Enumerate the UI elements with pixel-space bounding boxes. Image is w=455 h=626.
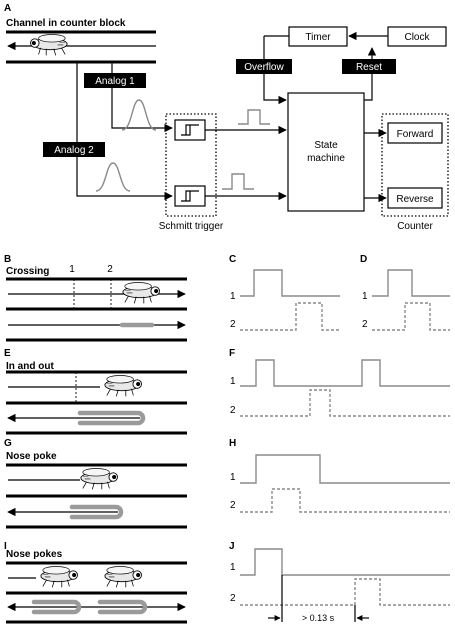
- panel-j-trace1-label: 1: [230, 562, 236, 573]
- panel-b: B Crossing 1 2: [4, 254, 187, 342]
- counter-group: [381, 113, 449, 217]
- panel-i-title: Nose pokes: [6, 549, 63, 560]
- panel-b-fly-icon: [122, 282, 160, 304]
- panel-g-fly-icon: [80, 468, 118, 490]
- panel-b-title: Crossing: [6, 266, 49, 277]
- analog2-label: Analog 2: [54, 145, 94, 156]
- panel-d-trace-2: [372, 302, 450, 331]
- panel-a: A Channel in counter block Analog 1 Anal…: [4, 3, 449, 232]
- panel-i-u-turn-2: [97, 599, 148, 615]
- panel-f-trace-2: [240, 389, 450, 417]
- reverse-label: Reverse: [396, 194, 434, 205]
- reverse-box: [387, 187, 443, 209]
- panel-c-trace-2: [240, 302, 340, 331]
- forward-label: Forward: [397, 129, 434, 140]
- analog1-pulse-icon: [121, 99, 157, 131]
- panel-i-fly-2-icon: [104, 566, 142, 588]
- hysteresis-1-icon: [181, 124, 199, 136]
- marker-2-label: 2: [107, 264, 113, 275]
- panel-d: D 1 2: [360, 254, 450, 331]
- analog1-label: Analog 1: [95, 76, 135, 87]
- panel-c-letter: C: [229, 254, 236, 265]
- panel-f-trace1-label: 1: [230, 376, 236, 387]
- analog1-label-box: [84, 73, 146, 88]
- panel-g-u-turn: [69, 504, 124, 520]
- panel-f-letter: F: [229, 348, 235, 359]
- overflow-to-state-line: [263, 93, 287, 105]
- panel-c-trace-1: [240, 269, 340, 297]
- analog1-line: [111, 62, 173, 133]
- panel-g-letter: G: [4, 438, 12, 449]
- panel-a-letter: A: [4, 3, 11, 14]
- panel-h-trace2-label: 2: [230, 500, 236, 511]
- clock-label: Clock: [404, 32, 430, 43]
- panel-i-letter: I: [4, 541, 7, 552]
- state-machine-label-2: machine: [307, 153, 345, 164]
- marker-1-label: 1: [69, 264, 75, 275]
- panel-j-letter: J: [229, 541, 235, 552]
- reset-label: Reset: [356, 62, 382, 73]
- panel-d-letter: D: [360, 254, 367, 265]
- analog2-pulse-icon: [95, 162, 131, 192]
- panel-j-trace-2: [240, 578, 450, 606]
- panel-c-trace1-label: 1: [230, 291, 236, 302]
- panel-j-trace2-label: 2: [230, 593, 236, 604]
- forward-box: [387, 122, 443, 144]
- analog2-label-box: [43, 142, 105, 157]
- panel-i: I Nose pokes: [4, 541, 187, 624]
- panel-f-trace2-label: 2: [230, 405, 236, 416]
- panel-i-u-turn-1: [31, 599, 82, 615]
- reset-label-box: [342, 59, 396, 74]
- panel-j-interval-label: > 0.13 s: [302, 613, 335, 623]
- panel-d-trace-1: [372, 269, 450, 297]
- digital-pulse-1-icon: [238, 109, 270, 125]
- panel-h-trace-2: [240, 488, 450, 513]
- panel-h-trace1-label: 1: [230, 472, 236, 483]
- fly-icon: [30, 34, 68, 56]
- panel-g-title: Nose poke: [6, 451, 57, 462]
- panel-b-letter: B: [4, 254, 11, 265]
- panel-e-fly-icon: [104, 375, 142, 397]
- state-machine-label-1: State: [314, 140, 338, 151]
- panel-f: F 1 2: [229, 348, 450, 417]
- panel-i-fly-1-icon: [40, 566, 78, 588]
- schmitt-trigger-group: [165, 113, 217, 217]
- overflow-label-box: [236, 59, 292, 74]
- schmitt-trigger-label: Schmitt trigger: [159, 221, 224, 232]
- panel-h-letter: H: [229, 438, 236, 449]
- panel-d-trace2-label: 2: [362, 319, 368, 330]
- hysteresis-2-icon: [181, 190, 199, 202]
- panel-j-trace-1: [240, 548, 450, 576]
- counter-label: Counter: [397, 221, 433, 232]
- panel-h-trace-1: [240, 454, 450, 484]
- analog2-line: [76, 62, 173, 201]
- panel-e-letter: E: [4, 348, 11, 359]
- panel-e: E . In and out: [4, 348, 187, 435]
- panel-h: H 1 2: [229, 438, 450, 513]
- panel-a-title: Channel in counter block: [6, 18, 126, 29]
- panel-g: G Nose poke: [4, 438, 187, 529]
- panel-c: C 1 2: [229, 254, 340, 331]
- digital-pulse-2-icon: [222, 173, 254, 190]
- panel-e-u-turn: [77, 410, 146, 426]
- panel-d-trace1-label: 1: [362, 291, 368, 302]
- state-machine-box: [287, 92, 365, 212]
- panel-f-trace-1: [240, 359, 450, 387]
- panel-j: J 1 2 > 0.13 s: [229, 541, 450, 623]
- panel-e-title: In and out: [6, 361, 54, 372]
- timer-label: Timer: [305, 32, 331, 43]
- panel-c-trace2-label: 2: [230, 319, 236, 330]
- overflow-label: Overflow: [244, 62, 284, 73]
